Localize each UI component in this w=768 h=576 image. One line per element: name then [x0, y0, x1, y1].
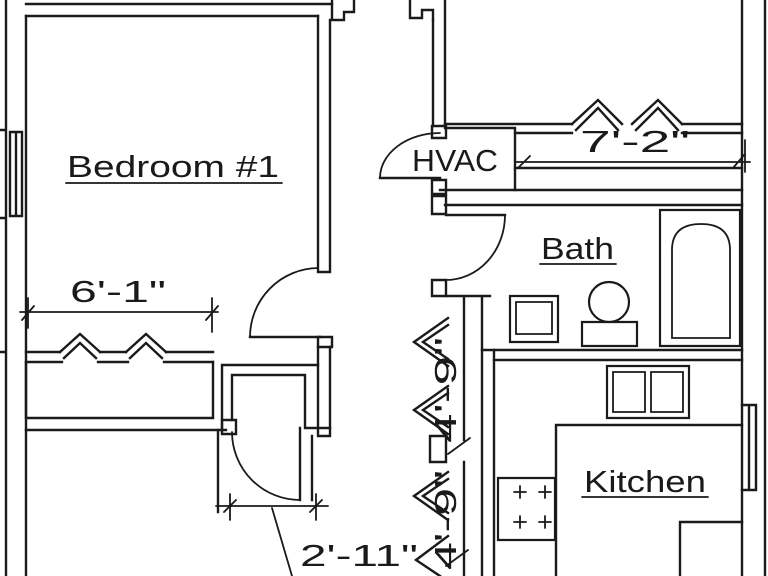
stove-burners — [513, 485, 552, 529]
linen-door-jamb — [220, 418, 238, 436]
bath-left-wall — [444, 294, 496, 576]
linen-door-swing — [231, 431, 301, 501]
bedroom-right-wall — [316, 14, 332, 438]
hall-closet-dimension-ticks — [445, 437, 471, 567]
right-exterior-wall — [740, 0, 767, 576]
hvac-label: HVAC — [412, 143, 498, 178]
kitchen-window — [740, 403, 758, 492]
hvac-closet — [443, 126, 517, 192]
bedroom-door-jamb — [316, 335, 334, 349]
bedroom-closet-front-wall — [24, 350, 215, 364]
left-exterior-wall — [0, 0, 28, 576]
bath-door-swing — [445, 214, 506, 281]
bath-sink — [508, 294, 560, 344]
top-center-door-jamb — [408, 0, 435, 22]
bifold-door-upper-right — [630, 98, 684, 132]
bath-label: Bath — [541, 231, 614, 266]
upper-room-bottom-wall — [443, 122, 744, 135]
bifold-door-bedroom-right — [124, 332, 168, 360]
bifold-door-hall-2 — [411, 384, 450, 436]
top-left-door-jamb — [330, 0, 356, 22]
bedroom-top-wall — [24, 2, 334, 18]
stove — [496, 476, 557, 542]
bathtub — [658, 208, 742, 348]
bifold-door-hall-4 — [413, 534, 450, 576]
hall-closet-lower-dimension-label: 4'-9" — [428, 470, 463, 570]
hall-closet-jamb — [428, 434, 448, 464]
bifold-door-hall-1 — [411, 316, 450, 368]
bedroom-closet-dimension-line — [19, 297, 219, 333]
bifold-door-upper-left — [570, 98, 624, 132]
bedroom-window — [8, 130, 24, 218]
bedroom-closet-dimension-label: 6'-1" — [70, 274, 166, 309]
bedroom-closet — [24, 360, 228, 432]
kitchen-sink-basins — [612, 371, 684, 413]
kitchen-appliance — [678, 520, 744, 576]
bath-bottom-wall — [480, 348, 744, 362]
linen-closet-dimension-leader — [271, 507, 293, 576]
hall-closet-upper-dimension-label: 4'-9" — [428, 337, 463, 443]
kitchen-sink — [605, 364, 691, 420]
toilet-tank — [580, 320, 639, 348]
linen-closet — [220, 363, 332, 502]
bath-top-wall — [438, 188, 744, 207]
linen-closet-dimension-label: 2'-11" — [300, 538, 418, 573]
bedroom-label: Bedroom #1 — [67, 149, 279, 184]
linen-closet-dimension-line — [215, 493, 329, 521]
bifold-door-bedroom-left — [58, 332, 102, 360]
toilet-bowl — [587, 280, 631, 324]
hvac-door-swing — [379, 132, 441, 179]
bathtub-basin — [671, 223, 731, 339]
bath-sink-basin — [515, 301, 553, 335]
upper-closet-dimension-label: 7'-2" — [580, 124, 690, 159]
bifold-door-hall-3 — [411, 470, 450, 522]
hall-right-wall-upper — [431, 0, 447, 128]
upper-closet-dimension-line — [514, 139, 751, 173]
bedroom-door-swing — [249, 267, 319, 338]
kitchen-label: Kitchen — [584, 464, 706, 499]
hvac-door-jambs — [430, 124, 448, 196]
